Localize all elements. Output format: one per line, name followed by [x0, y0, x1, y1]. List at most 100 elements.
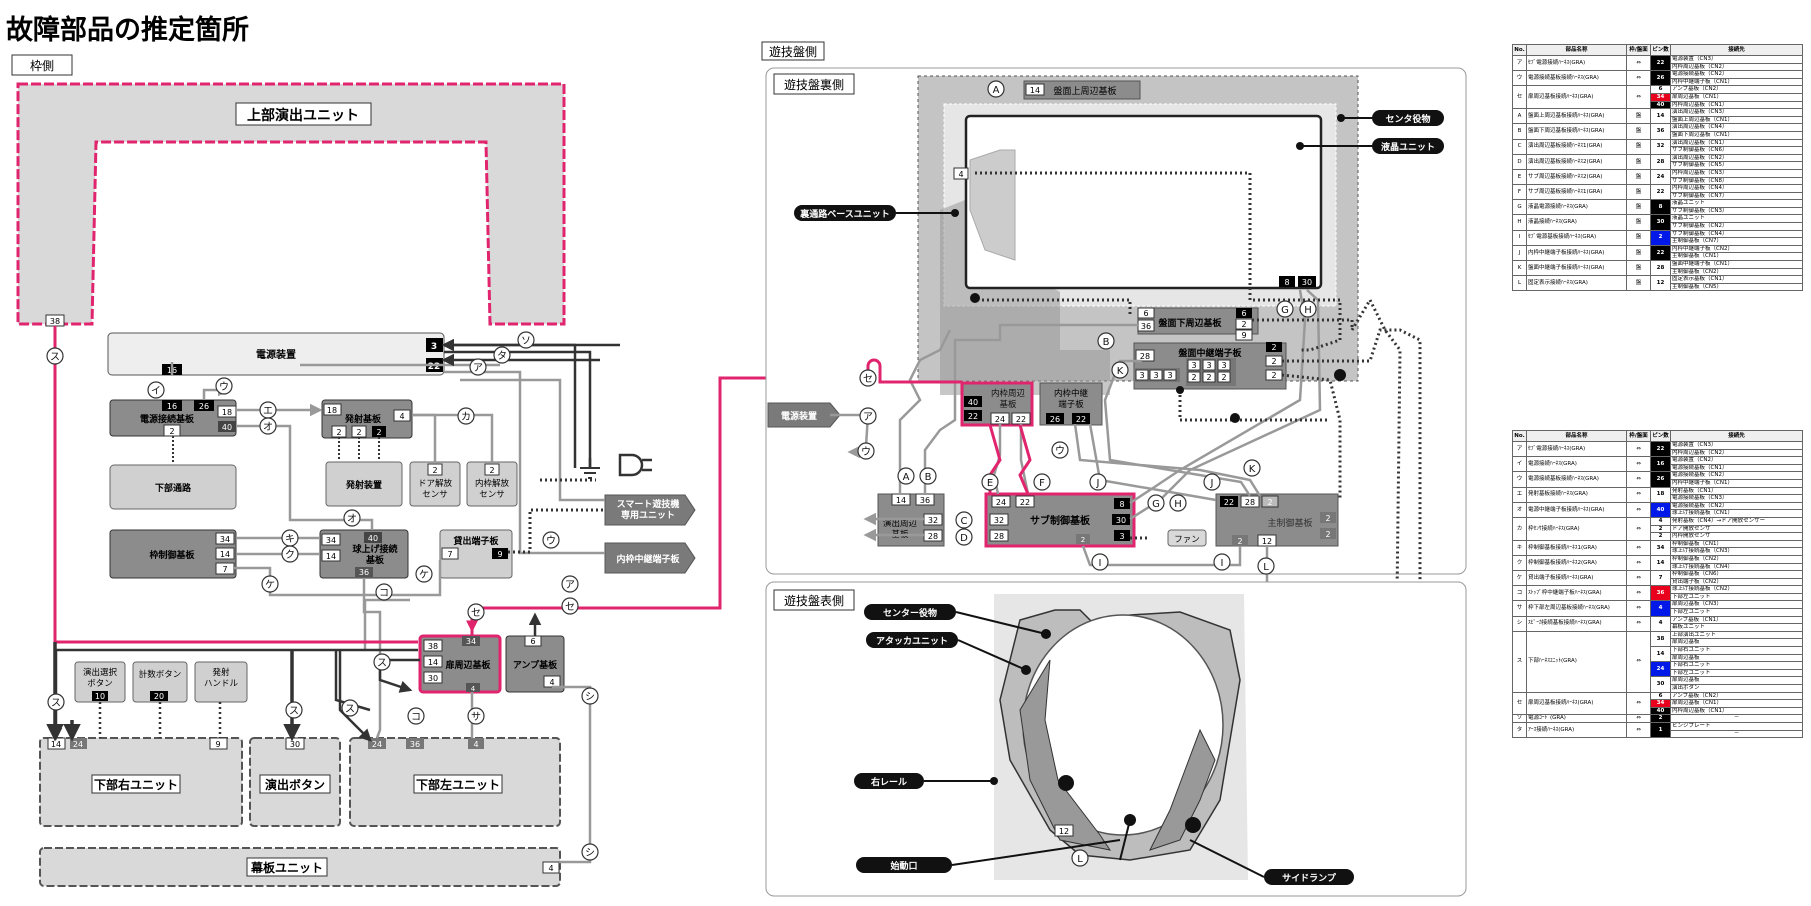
table-cell-dest: 内枠中継端子板（CN1）: [1670, 77, 1803, 87]
table-cell-dest: サブ制御基板（CN6）: [1670, 146, 1803, 155]
table-cell-no: セ: [1512, 691, 1527, 716]
table-cell-dest: 内枠周辺基板（CN1）: [1670, 706, 1803, 716]
table-cell-side: ⇔: [1626, 501, 1651, 518]
upper-unit-pin: 38: [50, 317, 60, 326]
table-cell-dest: 内枠周辺基板（CN1）: [1670, 100, 1803, 110]
launch-pin-2c: 2: [376, 428, 381, 437]
svg-text:ス: ス: [51, 698, 61, 709]
table-cell-side: 盤: [1626, 244, 1651, 262]
label-line: ハンドル: [204, 679, 239, 689]
table-cell-dest: 内枠周辺基板（CN2）: [1670, 62, 1803, 72]
amp-pin-6: 6: [530, 637, 535, 646]
table-cell-side: 盤: [1626, 123, 1651, 140]
dispense-pin-9: 9: [497, 550, 502, 559]
svg-text:A: A: [903, 472, 910, 483]
sub-pin-8: 8: [1119, 500, 1124, 509]
svg-text:H: H: [1304, 305, 1312, 316]
table-header-cell: 枠/盤面: [1626, 430, 1651, 442]
effect-pin-32: 32: [928, 516, 938, 525]
table-cell-no: F: [1512, 184, 1527, 201]
table-cell-side: ⇔: [1626, 600, 1651, 617]
relay-pin-2a: 2: [1271, 343, 1276, 352]
svg-text:オ: オ: [263, 421, 273, 433]
main-pin-2a: 2: [1267, 498, 1272, 507]
table-cell-pins: 40: [1650, 501, 1671, 518]
upper-unit-label: 上部演出ユニット: [247, 107, 359, 124]
lower-pin-6-left: 6: [1143, 309, 1148, 318]
table-cell-side: ⇔: [1626, 691, 1651, 716]
table-cell-side: 盤: [1626, 199, 1651, 216]
psu-relay-pin-40: 40: [222, 423, 232, 432]
table-cell-name: ｾﾌﾞ電源接続ﾊｰﾈｽ(GRA): [1526, 54, 1627, 72]
table-cell-dest: アンプ基板（CN1）: [1670, 615, 1803, 625]
table-cell-side: 盤: [1626, 108, 1651, 125]
table-cell-no: ス: [1512, 630, 1527, 693]
table-cell-side: ⇔: [1626, 486, 1651, 503]
table-cell-name: 液晶接続ﾊｰﾈｽ(GRA): [1526, 214, 1627, 231]
table-cell-side: 盤: [1626, 184, 1651, 201]
svg-text:G: G: [1281, 305, 1289, 316]
table-cell-pins: 26: [1650, 471, 1671, 488]
table-cell-side: 盤: [1626, 275, 1651, 292]
psu-relay-label: 電源接続基板: [140, 413, 195, 425]
table-cell-dest: 扉周辺基板: [1670, 653, 1803, 663]
table-cell-side: ⇔: [1626, 54, 1651, 72]
table-cell-no: オ: [1512, 501, 1527, 518]
table-cell-dest: 演出周辺基板（CN1）: [1670, 138, 1803, 148]
table-cell-name: 電源接続基板接続ﾊｰﾈｽ(GRA): [1526, 70, 1627, 87]
table-cell-side: ⇔: [1626, 471, 1651, 488]
inner-periph-pin-22b: 22: [1016, 415, 1026, 424]
table-cell-side: ⇔: [1626, 554, 1651, 572]
table-cell-pins: 8: [1650, 199, 1671, 216]
table-cell-side: ⇔: [1626, 630, 1651, 693]
lower-right-label: 下部右ユニット: [94, 777, 178, 792]
select-button-label: 演出選択ボタン: [83, 667, 118, 689]
front-center-label: センター役物: [883, 607, 937, 619]
table-cell-pins: 24: [1650, 661, 1671, 678]
dispense-label: 貸出端子板: [453, 535, 499, 547]
select-pin: 10: [95, 692, 105, 701]
svg-text:L: L: [1263, 562, 1269, 573]
table-cell-pins: 34: [1650, 699, 1671, 708]
table-cell-name: 枠ｾﾝｻ接続ﾊｰﾈｽ(GRA): [1526, 516, 1627, 541]
door-board-label: 扉周辺基板: [444, 659, 491, 671]
table-cell-side: ⇔: [1626, 70, 1651, 87]
start-label: 始動口: [890, 860, 917, 872]
curtain-pin: 4: [548, 864, 553, 873]
door-pin-34: 34: [466, 637, 476, 646]
credit-pin: 20: [154, 692, 164, 701]
table-cell-name: 枠制御基板接続ﾊｰﾈｽ1(GRA): [1526, 539, 1627, 556]
table-cell-name: サブ周辺基板接続ﾊｰﾈｽ2(GRA): [1526, 168, 1627, 186]
svg-text:3: 3: [1139, 371, 1144, 380]
table-cell-side: ⇔: [1626, 85, 1651, 110]
table-cell-pins: 6: [1650, 691, 1671, 701]
svg-text:ス: ス: [377, 658, 387, 669]
svg-text:K: K: [1249, 464, 1256, 475]
table-cell-no: J: [1512, 244, 1527, 262]
table-cell-side: 盤: [1626, 214, 1651, 231]
svg-text:ク: ク: [285, 549, 295, 561]
effect-pin-28: 28: [928, 532, 938, 541]
svg-text:シ: シ: [585, 848, 595, 859]
launch-pin-18: 18: [327, 406, 337, 415]
svg-text:3: 3: [1153, 371, 1158, 380]
table-cell-name: 内枠中継端子板接続ﾊｰﾈｽ(GRA): [1526, 244, 1627, 262]
table-cell-dest: 主制御基板（CN1）: [1670, 252, 1803, 262]
table-cell-no: シ: [1512, 615, 1527, 632]
table-cell-pins: 4: [1650, 615, 1671, 632]
effect-button-pin: 30: [290, 740, 300, 749]
lcd-pin-30: 30: [1302, 278, 1312, 287]
table-cell-dest: 主制御基板（CN2）: [1670, 267, 1803, 277]
svg-text:2: 2: [489, 466, 494, 475]
upper-unit-shape: [16, 82, 566, 326]
table-cell-pins: 22: [1650, 244, 1671, 262]
table-cell-dest: 内枠開放センサ: [1670, 532, 1803, 541]
table-cell-pins: 28: [1650, 260, 1671, 277]
table-cell-dest: 内枠周辺基板（CN2）: [1670, 448, 1803, 458]
svg-text:セ: セ: [863, 373, 873, 385]
table-row: 主制御基板（CN5）: [1513, 282, 1803, 292]
